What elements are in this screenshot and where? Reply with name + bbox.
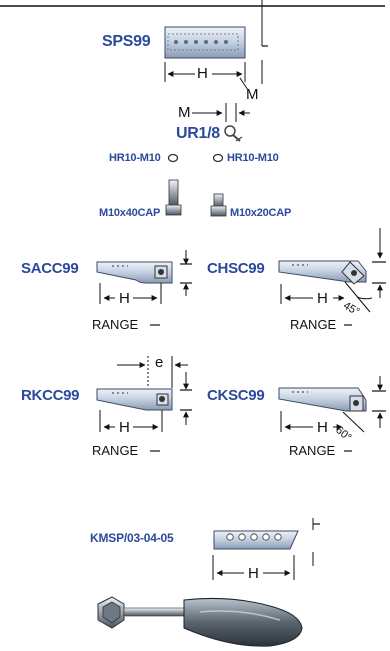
rkcc-range-dim: RANGE [92,443,139,458]
sacc-h-dim: H [119,290,130,307]
kmsp-label: KMSP/03-04-05 [90,531,174,545]
hr-right-label: HR10-M10 [227,152,279,164]
cap-left-label: M10x40CAP [99,207,161,219]
cap-screw-short [210,193,227,217]
sps-m-dim-left: M [178,104,191,121]
handle-tool [97,596,303,647]
sps99-part [164,26,246,59]
rkcc99-part [96,388,173,411]
hr-ring-right [212,153,224,163]
hr-left-label: HR10-M10 [109,152,161,164]
ur-wrench-icon [224,125,243,142]
cksc99-label: CKSC99 [207,387,265,404]
chsc99-part [278,260,367,285]
kmsp-part [213,530,299,550]
cksc-h-dim: H [317,419,328,436]
sacc99-label: SACC99 [21,260,79,277]
sps99-label: SPS99 [102,33,151,50]
cap-screw-long [165,179,182,216]
ur18-label: UR1/8 [176,125,220,142]
cksc-range-dim: RANGE [289,443,336,458]
rkcc99-label: RKCC99 [21,387,80,404]
rkcc-e-dim: e [155,354,164,371]
sacc99-part [96,261,173,284]
chsc-h-dim: H [317,290,328,307]
cap-right-label: M10x20CAP [230,207,292,219]
hr-ring-left [167,153,179,163]
sps-m-dim-right: M [246,86,259,103]
chsc99-label: CHSC99 [207,260,265,277]
sacc-range-dim: RANGE [92,317,139,332]
sps-h-dim: H [197,65,208,82]
cksc99-part [278,387,367,412]
chsc-range-dim: RANGE [290,317,337,332]
rkcc-h-dim: H [119,419,130,436]
kmsp-h-dim: H [248,565,259,582]
